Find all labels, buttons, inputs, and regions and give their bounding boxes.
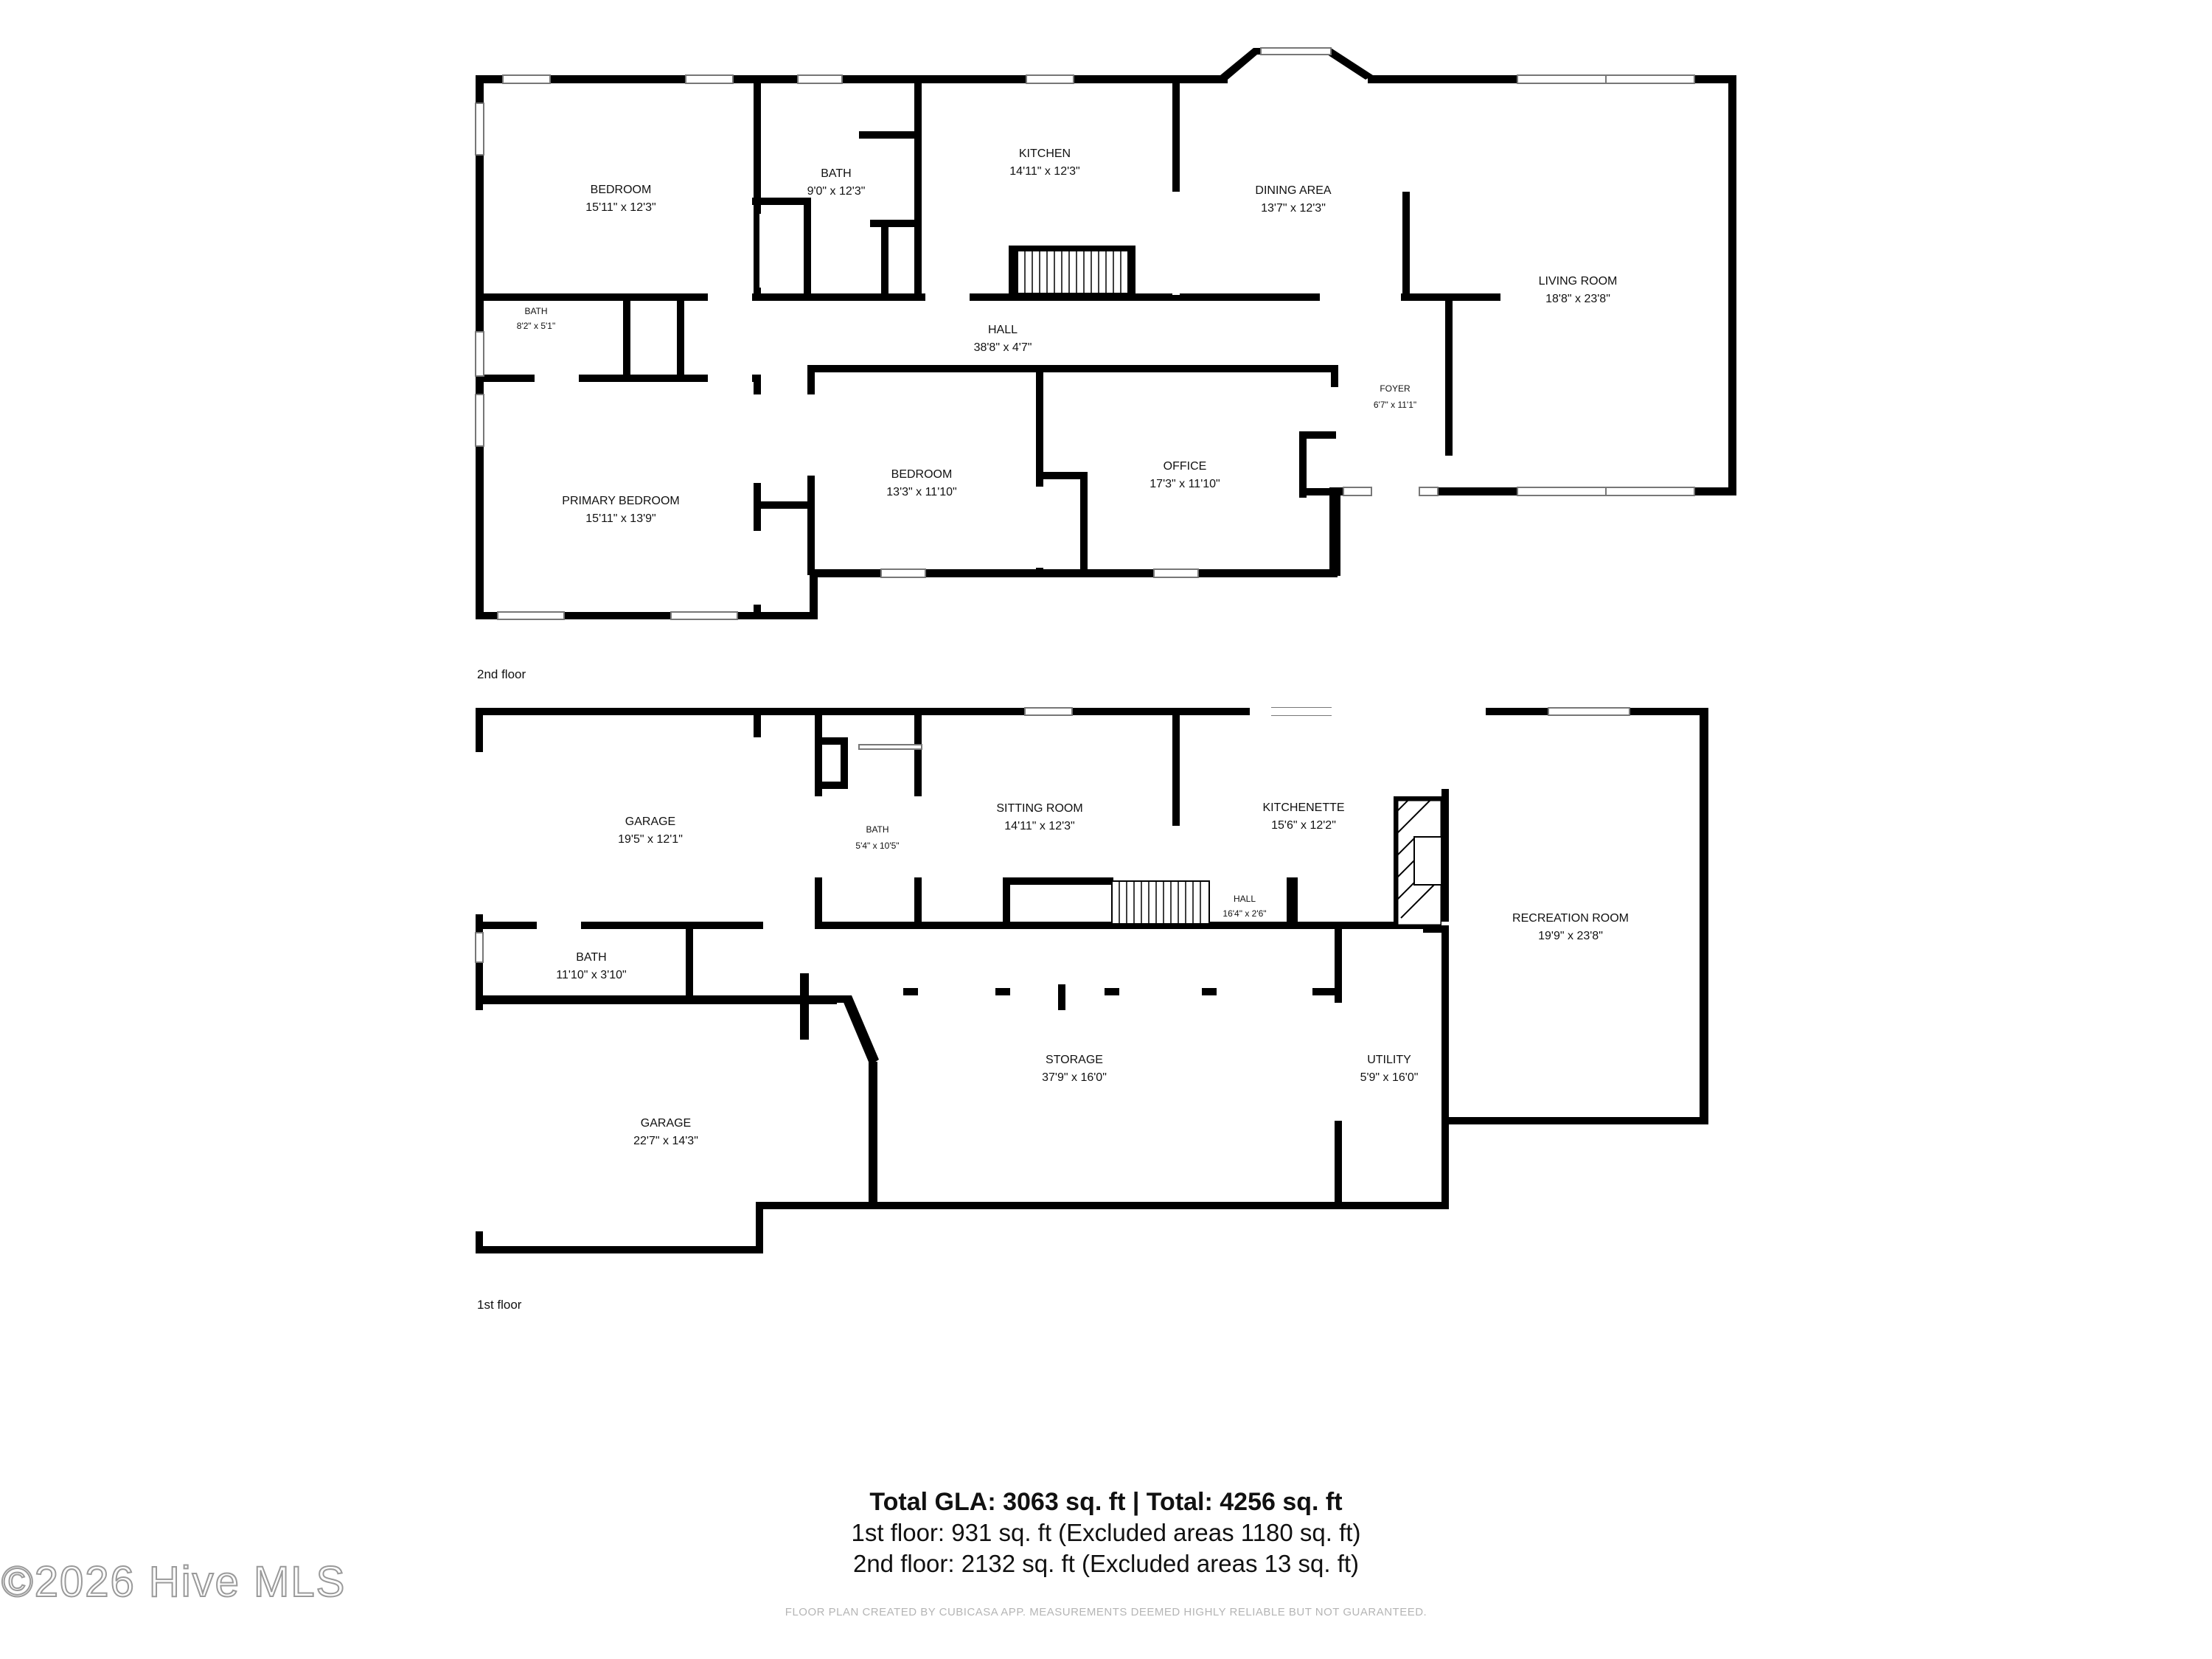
room-name: DINING AREA xyxy=(1255,184,1331,197)
room-label-kitchenette: KITCHENETTE 15'6" x 12'2" xyxy=(1262,801,1344,832)
room-label-bath-3: BATH 5'4" x 10'5" xyxy=(855,824,899,851)
room-label-office: OFFICE 17'3" x 11'10" xyxy=(1150,460,1220,490)
room-dimensions: 15'11" x 12'3" xyxy=(585,201,655,214)
fireplace-icon xyxy=(1396,799,1443,927)
room-label-bedroom-1: BEDROOM 15'11" x 12'3" xyxy=(585,184,655,214)
room-dimensions: 19'9" x 23'8" xyxy=(1538,930,1603,942)
room-label-recreation-room: RECREATION ROOM 19'9" x 23'8" xyxy=(1512,912,1629,942)
first-floor-plan xyxy=(475,707,1708,1253)
room-dimensions: 5'9" x 16'0" xyxy=(1360,1071,1419,1084)
room-name: RECREATION ROOM xyxy=(1512,912,1629,925)
room-dimensions: 13'7" x 12'3" xyxy=(1261,202,1326,215)
room-name: HALL xyxy=(988,324,1018,336)
room-label-foyer: FOYER 6'7" x 11'1" xyxy=(1374,383,1416,410)
room-dimensions: 37'9" x 16'0" xyxy=(1042,1071,1107,1084)
room-label-hall-2: HALL 38'8" x 4'7" xyxy=(974,324,1032,354)
room-name: STORAGE xyxy=(1046,1054,1103,1066)
room-dimensions: 14'11" x 12'3" xyxy=(1004,820,1074,832)
room-label-living-room: LIVING ROOM 18'8" x 23'8" xyxy=(1539,275,1618,305)
room-label-dining-area: DINING AREA 13'7" x 12'3" xyxy=(1255,184,1331,215)
total-area-summary: Total GLA: 3063 sq. ft | Total: 4256 sq.… xyxy=(869,1488,1343,1516)
room-label-storage: STORAGE 37'9" x 16'0" xyxy=(1042,1054,1107,1084)
room-name: BEDROOM xyxy=(891,468,953,481)
room-label-bath-4: BATH 11'10" x 3'10" xyxy=(556,951,626,981)
room-dimensions: 5'4" x 10'5" xyxy=(855,841,899,851)
room-name: BATH xyxy=(524,306,547,316)
room-label-kitchen: KITCHEN 14'11" x 12'3" xyxy=(1009,147,1079,178)
room-name: OFFICE xyxy=(1164,460,1207,473)
room-name: BATH xyxy=(866,824,888,835)
room-dimensions: 14'11" x 12'3" xyxy=(1009,165,1079,178)
second-floor-area: 2nd floor: 2132 sq. ft (Excluded areas 1… xyxy=(852,1550,1360,1577)
room-name: BEDROOM xyxy=(591,184,652,196)
floor-label-1st: 1st floor xyxy=(477,1298,522,1312)
room-dimensions: 22'7" x 14'3" xyxy=(633,1135,698,1147)
room-name: KITCHEN xyxy=(1019,147,1071,160)
room-label-bath-2: BATH 8'2" x 5'1" xyxy=(517,306,555,331)
room-dimensions: 15'11" x 13'9" xyxy=(585,512,655,525)
watermark-text: ©2026 Hive MLS xyxy=(1,1557,347,1607)
room-dimensions: 6'7" x 11'1" xyxy=(1374,400,1416,410)
room-name: BATH xyxy=(576,951,606,964)
room-dimensions: 9'0" x 12'3" xyxy=(807,185,866,198)
first-floor-area: 1st floor: 931 sq. ft (Excluded areas 11… xyxy=(851,1519,1361,1546)
room-dimensions: 11'10" x 3'10" xyxy=(556,969,626,981)
room-dimensions: 13'3" x 11'10" xyxy=(886,486,956,498)
room-dimensions: 19'5" x 12'1" xyxy=(618,833,683,846)
room-dimensions: 38'8" x 4'7" xyxy=(974,341,1032,354)
room-name: GARAGE xyxy=(625,815,675,828)
room-label-bath-1: BATH 9'0" x 12'3" xyxy=(807,167,866,198)
room-name: UTILITY xyxy=(1367,1054,1411,1066)
room-name: HALL xyxy=(1234,894,1256,904)
floor-label-2nd: 2nd floor xyxy=(477,667,526,681)
room-label-sitting-room: SITTING ROOM 14'11" x 12'3" xyxy=(996,802,1082,832)
second-floor-plan xyxy=(475,47,1736,620)
disclaimer-text: FLOOR PLAN CREATED BY CUBICASA APP. MEAS… xyxy=(785,1606,1427,1618)
room-name: GARAGE xyxy=(641,1117,691,1130)
room-name: LIVING ROOM xyxy=(1539,275,1618,288)
room-label-garage-2: GARAGE 22'7" x 14'3" xyxy=(633,1117,698,1147)
room-dimensions: 17'3" x 11'10" xyxy=(1150,478,1220,490)
room-name: FOYER xyxy=(1380,383,1411,394)
stairs-icon xyxy=(1111,880,1210,925)
stairs-icon xyxy=(1017,250,1129,294)
room-dimensions: 18'8" x 23'8" xyxy=(1545,293,1610,305)
room-dimensions: 15'6" x 12'2" xyxy=(1271,819,1336,832)
room-name: SITTING ROOM xyxy=(996,802,1082,815)
room-label-utility: UTILITY 5'9" x 16'0" xyxy=(1360,1054,1419,1084)
room-label-garage-1: GARAGE 19'5" x 12'1" xyxy=(618,815,683,846)
room-label-hall-1: HALL 16'4" x 2'6" xyxy=(1222,894,1266,919)
room-label-bedroom-2: BEDROOM 13'3" x 11'10" xyxy=(886,468,956,498)
room-label-primary-bedroom: PRIMARY BEDROOM 15'11" x 13'9" xyxy=(562,495,679,525)
room-dimensions: 16'4" x 2'6" xyxy=(1222,908,1266,919)
room-name: PRIMARY BEDROOM xyxy=(562,495,679,507)
room-name: KITCHENETTE xyxy=(1262,801,1344,814)
room-dimensions: 8'2" x 5'1" xyxy=(517,321,555,331)
room-name: BATH xyxy=(821,167,851,180)
